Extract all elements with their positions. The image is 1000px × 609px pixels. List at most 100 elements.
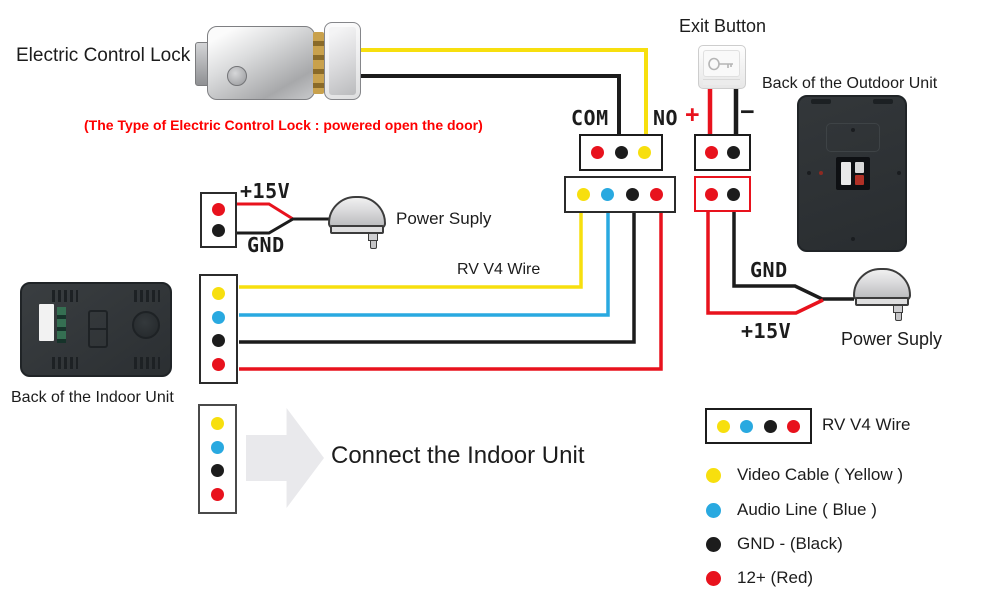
- blue-terminal-dot: [211, 440, 224, 454]
- red-terminal-dot: [649, 188, 663, 201]
- indoor-speaker-circle: [132, 311, 160, 339]
- exit-button-label: Exit Button: [679, 16, 767, 36]
- black-terminal-dot: [727, 146, 740, 159]
- rv4-black-wire: [239, 211, 636, 344]
- arrow-right-icon: [246, 408, 324, 508]
- connect-caption: Connect the Indoor Unit: [331, 442, 585, 469]
- legend-item-12v: 12+ (Red): [737, 568, 814, 587]
- indoor-label-sticker: [39, 304, 54, 341]
- legend-blue-dot: [706, 503, 721, 518]
- psu-dome: [853, 268, 911, 301]
- screw: [897, 171, 901, 175]
- outdoor-unit-image: [797, 95, 907, 252]
- speaker-grille: [134, 357, 160, 369]
- slot-divider: [90, 328, 106, 330]
- outdoor-connector: [836, 157, 870, 190]
- indoor-upper-terminal-block: [199, 274, 238, 384]
- red-terminal-dot: [211, 488, 224, 502]
- yellow-terminal-dot: [211, 416, 224, 430]
- legend-yellow-dot: [706, 468, 721, 483]
- legend-red-dot: [706, 571, 721, 586]
- legend-item-gnd: GND - (Black): [737, 534, 843, 553]
- red-terminal-dot: [786, 419, 800, 433]
- electric-lock-label: Electric Control Lock: [16, 45, 191, 66]
- right-psu-label: Power Suply: [841, 329, 943, 349]
- blue-terminal-dot: [212, 310, 225, 324]
- black-terminal-dot: [212, 334, 225, 348]
- outdoor-terminal-red: [855, 175, 864, 185]
- red-terminal-dot: [591, 146, 605, 159]
- left-psu-label: Power Suply: [396, 209, 492, 228]
- outdoor-terminal-white: [855, 162, 864, 173]
- blue-terminal-dot: [601, 188, 615, 201]
- psu-terminal-block: [694, 176, 751, 212]
- lock-body: [207, 26, 315, 100]
- outdoor-slot: [811, 99, 831, 104]
- screw: [807, 171, 811, 175]
- exit-button-image: [698, 45, 746, 89]
- blue-terminal-dot: [740, 419, 754, 433]
- legend-black-dot: [706, 537, 721, 552]
- black-terminal-dot: [727, 187, 740, 201]
- outdoor-slot: [873, 99, 893, 104]
- rv-wire-mid-label: RV V4 Wire: [457, 261, 541, 278]
- outdoor-recess: [826, 123, 880, 152]
- lock-striker: [324, 22, 361, 100]
- lock-brass-latch: [313, 32, 324, 94]
- black-terminal-dot: [614, 146, 628, 159]
- screw: [851, 128, 855, 132]
- psu-prong-tip: [370, 240, 377, 249]
- yellow-terminal-dot: [212, 286, 225, 300]
- key-icon: [707, 57, 733, 70]
- speaker-grille: [52, 290, 78, 302]
- yellow-terminal-dot: [637, 146, 651, 159]
- indoor-lower-terminal-block: [198, 404, 237, 514]
- right-psu-voltage-label: +15V: [741, 319, 792, 343]
- psu-base: [855, 297, 909, 306]
- legend-item-video: Video Cable ( Yellow ): [737, 465, 904, 484]
- black-terminal-dot: [212, 224, 225, 238]
- indoor-unit-label: Back of the Indoor Unit: [11, 389, 174, 406]
- minus-label: −: [740, 98, 755, 126]
- right-psu-icon: [853, 268, 913, 326]
- left-psu-terminal-block: [200, 192, 237, 248]
- indoor-green-connector: [57, 307, 66, 343]
- outdoor-red-mark: [819, 171, 823, 175]
- left-psu-voltage-label: +15V: [240, 179, 291, 203]
- black-terminal-dot: [763, 419, 777, 433]
- right-psu-gnd-label: GND: [750, 258, 788, 282]
- screw: [851, 237, 855, 241]
- rv4-red-wire: [239, 211, 663, 371]
- left-psu-gnd-label: GND: [247, 233, 285, 257]
- lock-knob: [227, 66, 247, 86]
- left-psu-icon: [328, 196, 388, 252]
- left-psu-gnd-wire: [236, 217, 330, 235]
- red-terminal-dot: [705, 187, 718, 201]
- legend-wire-box: [705, 408, 812, 444]
- outdoor-terminal-white: [841, 162, 851, 185]
- no-label: NO: [653, 106, 679, 130]
- psu-prong-tip: [895, 312, 902, 321]
- yellow-terminal-dot: [577, 188, 591, 201]
- exit-button-band: [703, 79, 740, 85]
- legend-item-audio: Audio Line ( Blue ): [737, 500, 877, 519]
- indoor-bracket-slot: [88, 310, 108, 348]
- yellow-terminal-dot: [717, 419, 731, 433]
- com-no-terminal-block: [579, 134, 663, 171]
- lock-caption: (The Type of Electric Control Lock : pow…: [84, 117, 483, 133]
- speaker-grille: [52, 357, 78, 369]
- indoor-unit-image: [20, 282, 172, 377]
- outdoor-unit-label: Back of the Outdoor Unit: [762, 75, 938, 92]
- red-terminal-dot: [705, 146, 718, 159]
- red-terminal-dot: [212, 358, 225, 372]
- black-terminal-dot: [625, 188, 639, 201]
- speaker-grille: [134, 290, 160, 302]
- red-terminal-dot: [212, 202, 225, 216]
- exit-button-face: [703, 50, 740, 77]
- plus-label: +: [685, 101, 700, 129]
- black-terminal-dot: [211, 464, 224, 478]
- rv4-terminal-block: [564, 176, 676, 213]
- exit-terminal-block: [694, 134, 751, 171]
- electric-lock-image: [193, 20, 363, 102]
